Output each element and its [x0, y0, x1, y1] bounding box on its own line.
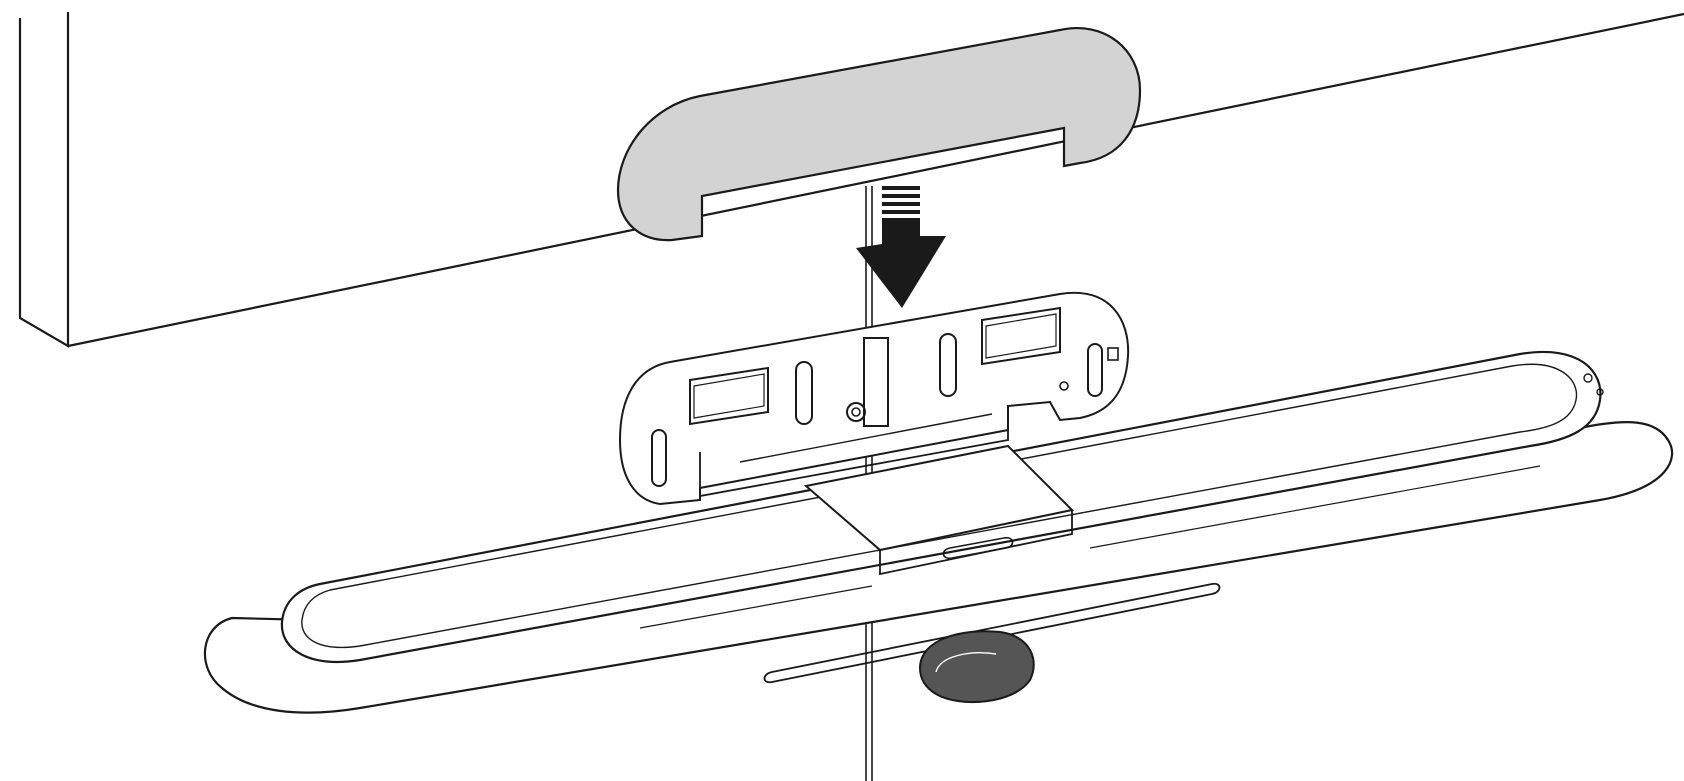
mounting-bracket-icon — [618, 291, 1130, 506]
soundbar-camera-icon — [203, 350, 1674, 714]
wall-panel-icon — [18, 12, 1684, 348]
cover-cap-icon — [616, 27, 1142, 242]
down-arrow-icon — [856, 186, 946, 308]
